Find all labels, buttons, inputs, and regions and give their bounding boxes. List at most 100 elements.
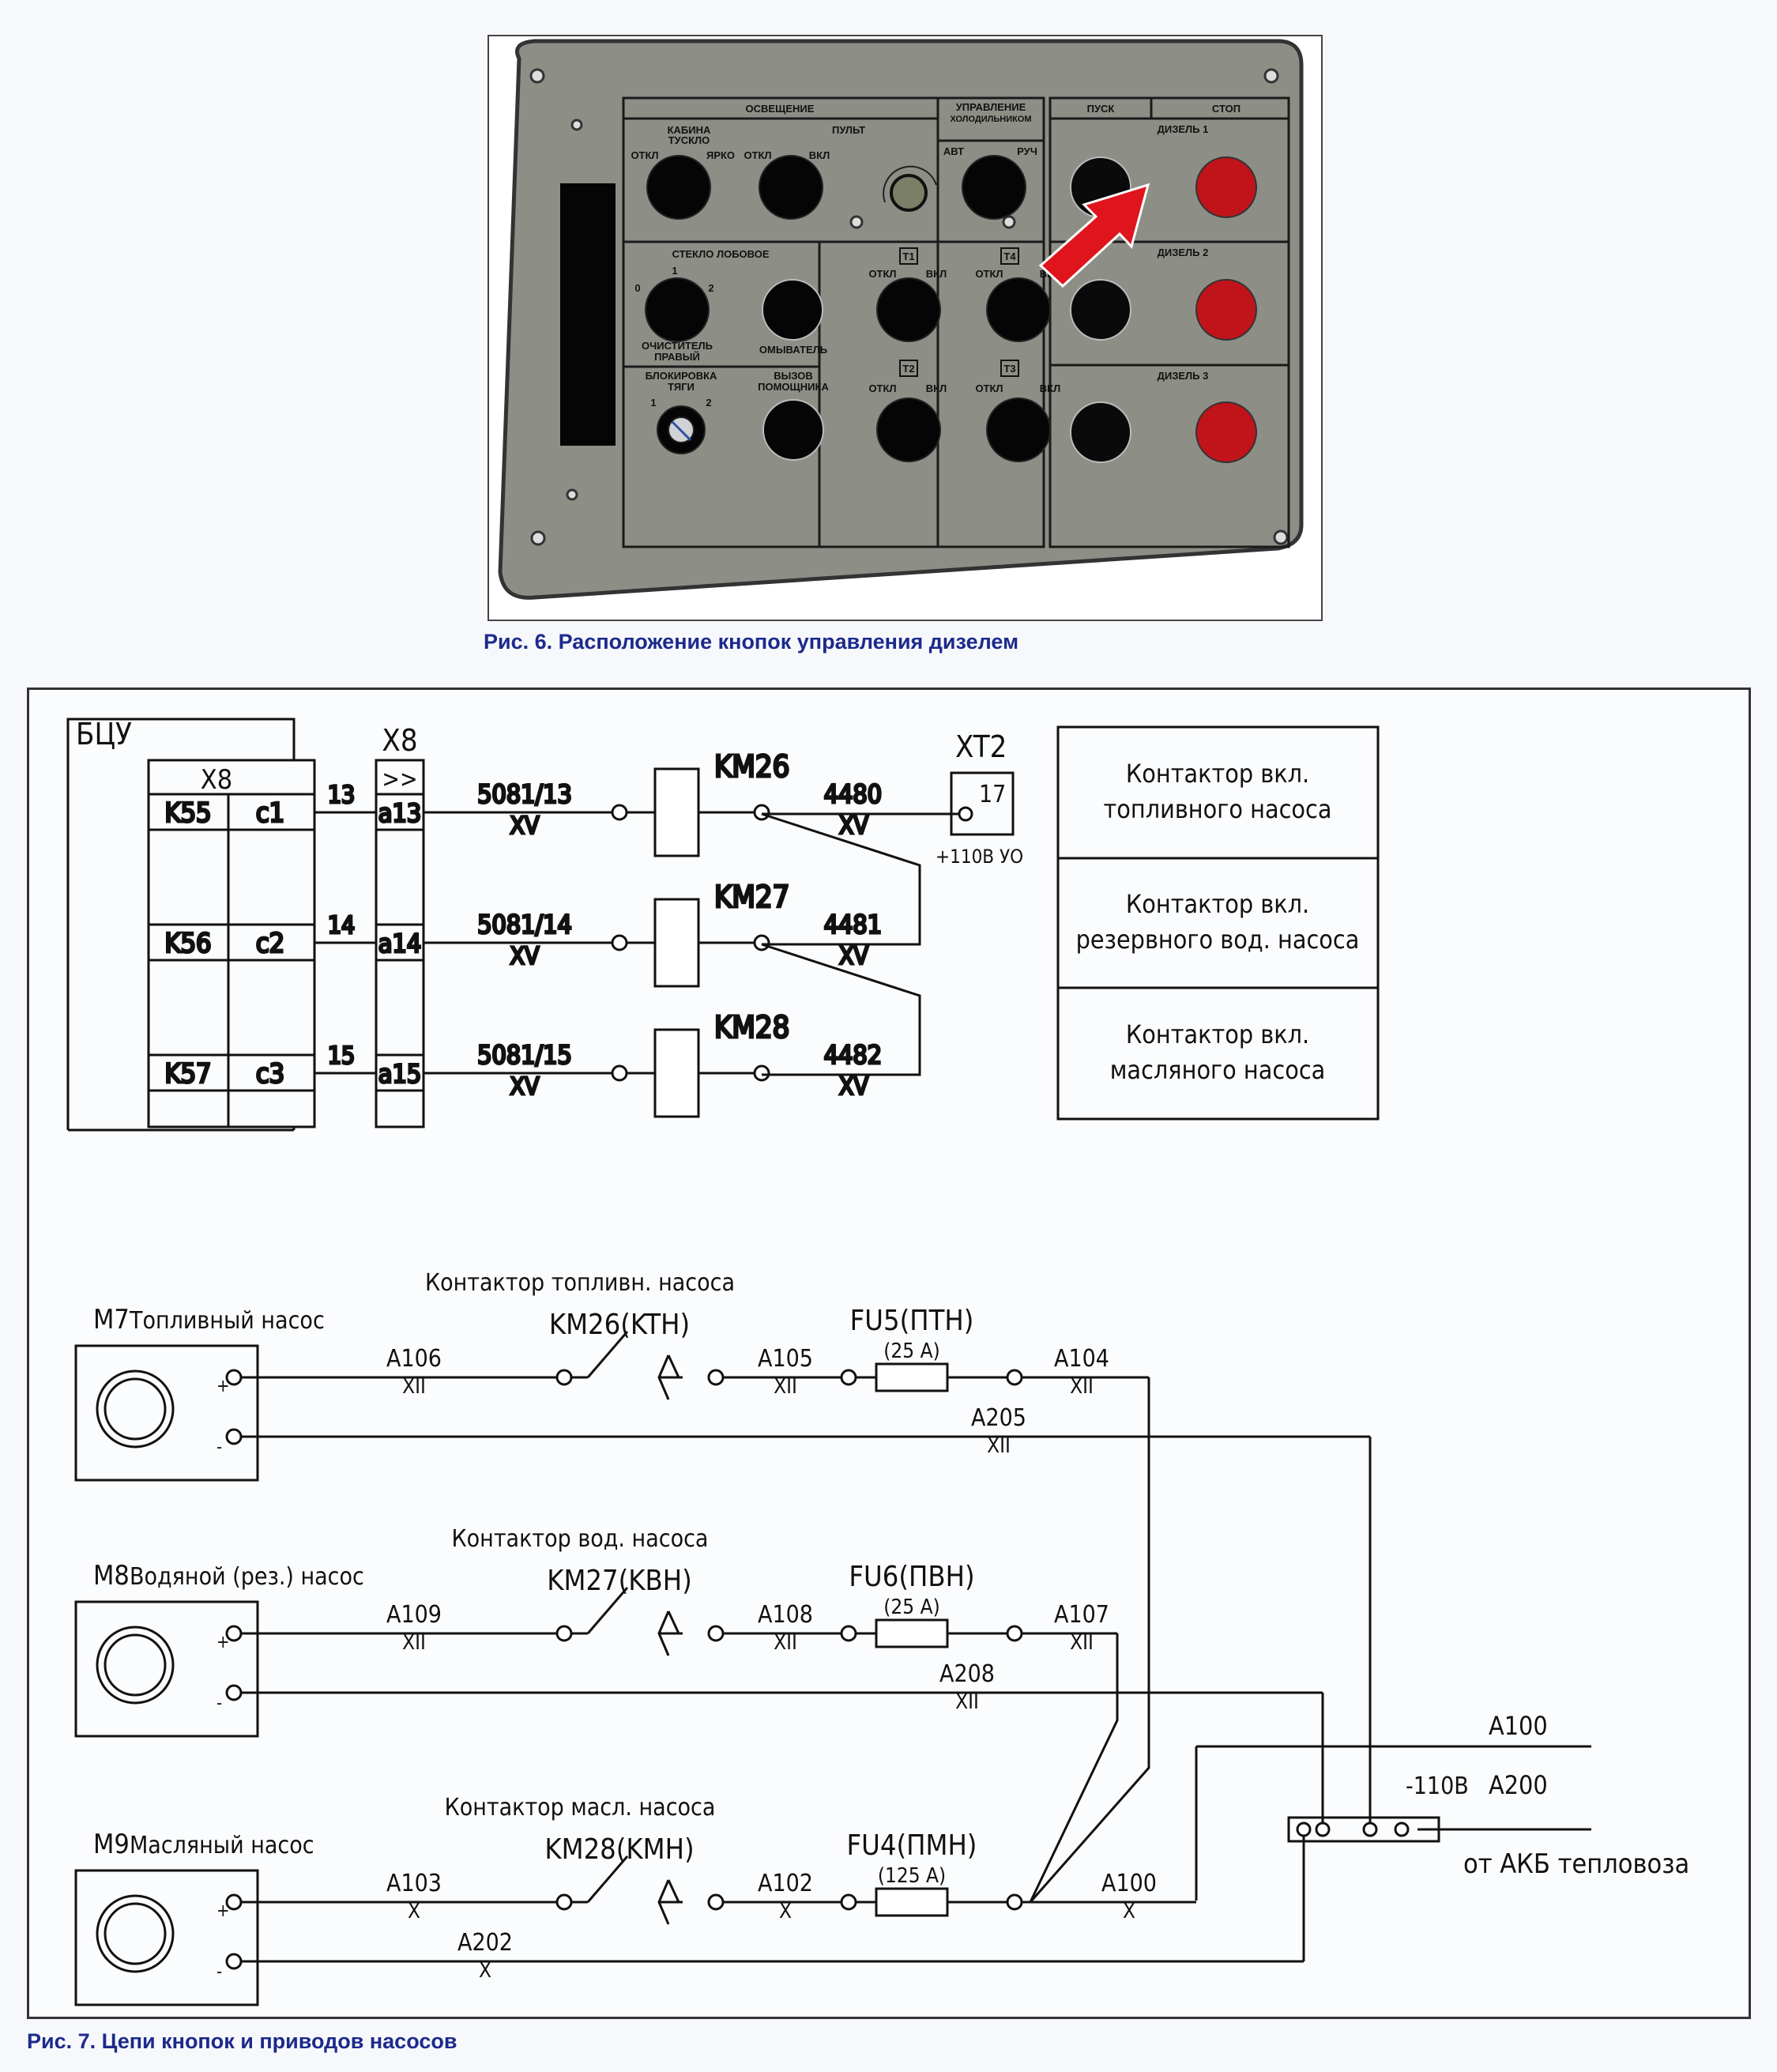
wire-plus: A103 — [386, 1870, 442, 1897]
pump-circuit — [74, 1331, 1372, 1903]
label-stop: СТОП — [1212, 103, 1241, 115]
bundle-neg: XII — [955, 1690, 979, 1714]
bundle-label: XV — [510, 943, 540, 970]
label-cabin-dim: ТУСКЛО — [668, 134, 710, 146]
label-cabin-bright: ЯРКО — [706, 149, 735, 161]
bundle-out: X — [1123, 1900, 1135, 1923]
label-assistant-call: ВЫЗОВ — [774, 370, 813, 382]
supply-a100: A100 — [1489, 1711, 1548, 1741]
contactor-label: KM28(KMH) — [544, 1833, 694, 1866]
label-t2: T2 — [902, 363, 914, 375]
fuse-label: FU6(ПВН) — [849, 1561, 974, 1593]
cooler-mode-switch[interactable] — [962, 155, 1026, 220]
supply-terminal — [1394, 1821, 1410, 1837]
t1-switch[interactable] — [876, 277, 941, 342]
console-light-switch[interactable] — [759, 155, 823, 220]
label-t3: T3 — [1003, 363, 1015, 375]
relay-output-wire: 4480 — [824, 779, 882, 809]
t4-switch[interactable] — [986, 277, 1051, 342]
t3-switch[interactable] — [986, 397, 1051, 462]
wire-out: A104 — [1054, 1345, 1109, 1373]
plug-symbol-icon: >> — [382, 766, 417, 793]
bcu-label: БЦУ — [76, 717, 132, 752]
contactor-title: Контактор топливн. насоса — [425, 1269, 735, 1297]
pointer-arrow-icon — [1038, 183, 1150, 288]
label-diesel-3: ДИЗЕЛЬ 3 — [1158, 370, 1209, 382]
screw — [1263, 68, 1279, 84]
figure-7-caption: Рис. 7. Цепи кнопок и приводов насосов — [27, 2029, 457, 2053]
screw — [849, 215, 864, 229]
wire-number: 14 — [328, 912, 355, 940]
fuse-rating: (25 A) — [883, 1595, 939, 1619]
wire-neg: A208 — [939, 1660, 995, 1688]
wire-mid: A105 — [758, 1345, 813, 1373]
label-washer: ОМЫВАТЕЛЬ — [759, 344, 827, 356]
supply-terminal — [1362, 1821, 1378, 1837]
motor-name: Топливный насос — [129, 1307, 325, 1335]
motor-name: Масляный насос — [130, 1832, 314, 1859]
console-dimmer-knob[interactable] — [890, 174, 928, 212]
relay-output-bundle: XV — [839, 812, 868, 840]
pin-plus-sign: + — [216, 1633, 230, 1652]
supply-source: от АКБ тепловоза — [1463, 1848, 1689, 1880]
x8-pin: a15 — [378, 1059, 421, 1089]
pin-minus-sign: - — [216, 1693, 222, 1713]
diesel-1-stop-button[interactable] — [1195, 156, 1257, 218]
bcu-c-pin: c1 — [256, 797, 284, 829]
cabin-light-switch[interactable] — [646, 155, 711, 220]
wire-number: 13 — [328, 782, 355, 809]
screw — [566, 488, 578, 501]
bundle-plus: X — [408, 1900, 420, 1923]
washer-button[interactable] — [762, 279, 823, 341]
wire-plus: A106 — [386, 1345, 442, 1373]
control-row — [314, 767, 770, 857]
bcu-c-pin: c3 — [256, 1058, 284, 1090]
legend-line1: Контактор вкл. — [1126, 759, 1309, 789]
label-wiper-right: ПРАВЫЙ — [654, 351, 700, 363]
relay-label: KM28 — [714, 1010, 789, 1045]
assistant-call-button[interactable] — [762, 399, 824, 461]
diesel-2-stop-button[interactable] — [1195, 279, 1257, 341]
relay-label: KM27 — [714, 880, 789, 914]
contactor-title: Контактор масл. насоса — [445, 1794, 716, 1821]
label-lighting: ОСВЕЩЕНИЕ — [746, 103, 815, 115]
motor-name: Водяной (рез.) насос — [130, 1563, 364, 1591]
label-t1-on: ВКЛ — [926, 268, 947, 280]
bcu-k-terminal: K55 — [165, 797, 212, 829]
label-traction: ТЯГИ — [668, 381, 695, 393]
pin-plus-sign: + — [216, 1377, 230, 1396]
wire-label: 5081/14 — [477, 910, 572, 940]
wiper-switch[interactable] — [645, 277, 710, 342]
screw — [570, 119, 583, 131]
bundle-neg: XII — [987, 1434, 1011, 1458]
screw — [1273, 529, 1289, 545]
t2-switch[interactable] — [876, 397, 941, 462]
motor-label: M9 — [93, 1829, 130, 1860]
wire-out: A107 — [1054, 1601, 1109, 1629]
contactor-label: KM27(KBH) — [547, 1565, 691, 1597]
label-cooler-auto: АВТ — [943, 145, 964, 157]
motor-label: M8 — [93, 1560, 130, 1592]
diesel-3-start-button[interactable] — [1070, 401, 1131, 463]
legend-line1: Контактор вкл. — [1126, 889, 1309, 919]
label-wiper: ОЧИСТИТЕЛЬ — [642, 340, 713, 352]
legend-line2: топливного насоса — [1104, 794, 1332, 824]
bundle-mid: XII — [774, 1375, 797, 1399]
wire-out: A100 — [1101, 1870, 1157, 1897]
xt2-pin: 17 — [979, 781, 1006, 808]
screw — [1002, 215, 1016, 229]
diesel-3-stop-button[interactable] — [1195, 401, 1257, 463]
label-diesel-2: ДИЗЕЛЬ 2 — [1158, 247, 1209, 258]
bcu-k-terminal: K57 — [165, 1058, 212, 1090]
screw — [530, 530, 546, 546]
label-t3-off: ОТКЛ — [975, 382, 1003, 394]
label-console: ПУЛЬТ — [832, 124, 865, 136]
diesel-2-start-button[interactable] — [1070, 279, 1131, 341]
control-row — [314, 898, 770, 988]
pin-minus-sign: - — [216, 1962, 222, 1982]
wire-number: 15 — [328, 1042, 355, 1070]
relay-output-wire: 4481 — [824, 910, 882, 940]
figure-6-caption: Рис. 6. Расположение кнопок управления д… — [484, 630, 1019, 654]
diesel-control-panel: ОСВЕЩЕНИЕ КАБИНА ТУСКЛО ОТКЛ ЯРКО ПУЛЬТ … — [498, 39, 1304, 600]
